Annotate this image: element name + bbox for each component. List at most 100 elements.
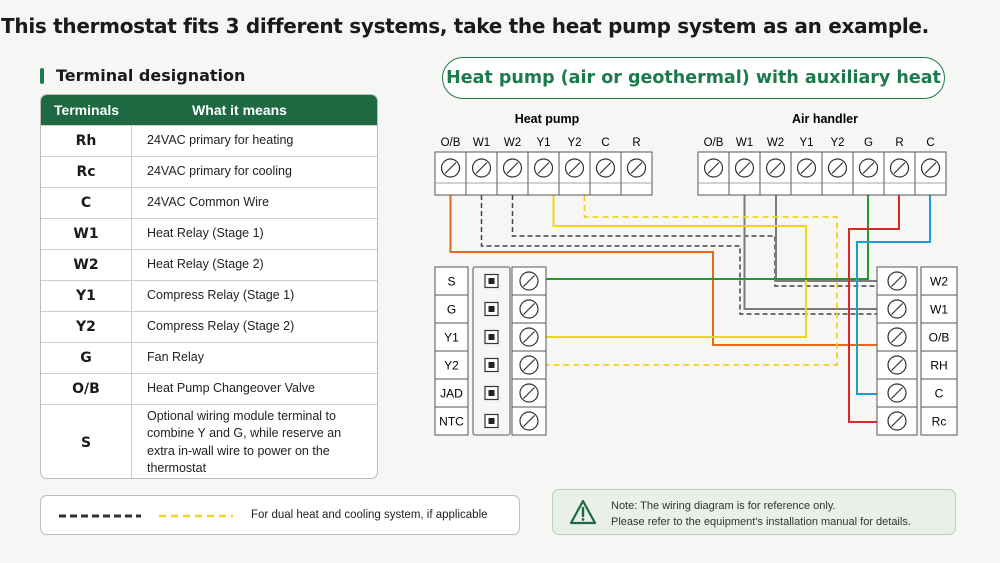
screw-slot xyxy=(891,387,903,399)
yellow-wire-y1 xyxy=(529,195,807,338)
heat-pump-terminal-label: Y2 xyxy=(567,137,581,149)
dashed-wire-w1 xyxy=(480,195,897,315)
note-line-1: Note: The wiring diagram is for referenc… xyxy=(611,500,836,512)
heat-pump-terminal-label: W1 xyxy=(473,137,490,149)
screw-slot xyxy=(800,162,813,174)
screw-slot xyxy=(599,162,612,174)
table-row: W2 Heat Relay (Stage 2) xyxy=(41,249,377,280)
legend-text: For dual heat and cooling system, if app… xyxy=(251,509,488,521)
terminal-socket-pin xyxy=(488,390,495,396)
yellow-dashed-wire-y2 xyxy=(529,195,838,366)
air-handler-terminal-label: R xyxy=(895,137,903,149)
table-row: Rc 24VAC primary for cooling xyxy=(41,156,377,187)
legend-swatches xyxy=(59,514,233,518)
green-wire-g xyxy=(529,195,869,280)
meaning-cell: Heat Pump Changeover Valve xyxy=(147,381,315,396)
air-handler-terminal-label: G xyxy=(864,137,873,149)
thermostat-left-label-cell xyxy=(434,266,469,296)
terminal-designation-title: Terminal designation xyxy=(56,66,246,85)
screw-slot xyxy=(769,162,782,174)
heat-pump-label: Heat pump xyxy=(515,112,580,126)
terminal-cell: W2 xyxy=(41,250,132,280)
screw-slot xyxy=(523,331,535,343)
note-text: Note: The wiring diagram is for referenc… xyxy=(611,499,911,531)
table-row: Y2 Compress Relay (Stage 2) xyxy=(41,311,377,342)
screw-slot xyxy=(707,162,720,174)
thermostat-left-terminal-label: Y1 xyxy=(444,331,459,345)
terminal-cell: S xyxy=(41,405,132,478)
thermostat-right-label-cell xyxy=(920,266,958,296)
terminal-socket-pin xyxy=(488,362,495,368)
screw-slot xyxy=(523,275,535,287)
air-handler-terminal-label: Y1 xyxy=(799,137,813,149)
screw-slot xyxy=(738,162,751,174)
terminal-cell: G xyxy=(41,343,132,373)
terminal-socket-pin xyxy=(488,334,495,340)
thermostat-right-label-cell xyxy=(920,322,958,352)
red-wire-rc xyxy=(848,195,900,423)
dashed-wire-w2 xyxy=(511,195,897,287)
screw-slot xyxy=(568,162,581,174)
terminal-designation-heading: Terminal designation xyxy=(40,66,245,85)
thermostat-right-terminal-label: O/B xyxy=(929,331,950,345)
thermostat-right-terminal-label: W2 xyxy=(930,275,948,289)
thermostat-left-label-cell xyxy=(434,378,469,408)
terminal-cell: Y2 xyxy=(41,312,132,342)
warning-icon xyxy=(569,499,597,525)
thermostat-right-terminal-label: W1 xyxy=(930,303,948,317)
screw-slot xyxy=(831,162,844,174)
screw-slot xyxy=(891,359,903,371)
column-header-terminals: Terminals xyxy=(53,102,120,118)
screw-slot xyxy=(523,415,535,427)
terminal-socket-pin xyxy=(488,418,495,424)
screw-slot xyxy=(891,415,903,427)
meaning-cell: 24VAC primary for heating xyxy=(147,133,294,148)
meaning-cell: 24VAC primary for cooling xyxy=(147,164,292,179)
note-line-2: Please refer to the equipment's installa… xyxy=(611,515,911,528)
thermostat-right-label-cell xyxy=(920,406,958,436)
terminal-cell: C xyxy=(41,188,132,218)
air-handler-terminal-label: W2 xyxy=(767,137,784,149)
meaning-cell: Heat Relay (Stage 2) xyxy=(147,257,264,272)
screw-slot xyxy=(893,162,906,174)
screw-slot xyxy=(537,162,550,174)
terminal-cell: W1 xyxy=(41,219,132,249)
screw-slot xyxy=(523,387,535,399)
thermostat-left-label-cell xyxy=(434,350,469,380)
screw-slot xyxy=(891,303,903,315)
terminal-socket-pin xyxy=(488,278,495,284)
thermostat-left-socket-strip xyxy=(472,266,511,436)
meaning-cell: Optional wiring module terminal to combi… xyxy=(147,408,342,476)
meaning-cell: Fan Relay xyxy=(147,350,204,365)
column-header-meaning: What it means xyxy=(192,102,287,118)
meaning-cell: Compress Relay (Stage 2) xyxy=(147,319,295,334)
terminal-cell: Rc xyxy=(41,157,132,187)
gray-wire-w1 xyxy=(743,195,897,310)
thermostat-right-label-cell xyxy=(920,378,958,408)
screw-slot xyxy=(862,162,875,174)
diagram-title: Heat pump (air or geothermal) with auxil… xyxy=(442,57,945,99)
meaning-cell: 24VAC Common Wire xyxy=(147,195,270,210)
thermostat-left-terminal-label: NTC xyxy=(439,415,464,429)
legend-box: For dual heat and cooling system, if app… xyxy=(40,495,520,535)
note-box: Note: The wiring diagram is for referenc… xyxy=(552,489,956,535)
table-row: C 24VAC Common Wire xyxy=(41,187,377,218)
screw-slot xyxy=(924,162,937,174)
screw-slot xyxy=(891,331,903,343)
screw-slot xyxy=(523,359,535,371)
thermostat-left-terminal-label: S xyxy=(447,275,455,289)
meaning-cell: Compress Relay (Stage 1) xyxy=(147,288,295,303)
heat-pump-terminal-label: Y1 xyxy=(536,137,550,149)
blue-wire-c xyxy=(856,195,931,395)
heat-pump-terminal-label: C xyxy=(601,137,609,149)
table-header: Terminals What it means xyxy=(41,95,377,125)
thermostat-right-terminal-label: Rc xyxy=(932,415,947,429)
terminal-cell: O/B xyxy=(41,374,132,404)
screw-slot xyxy=(444,162,457,174)
table-row: O/B Heat Pump Changeover Valve xyxy=(41,373,377,404)
